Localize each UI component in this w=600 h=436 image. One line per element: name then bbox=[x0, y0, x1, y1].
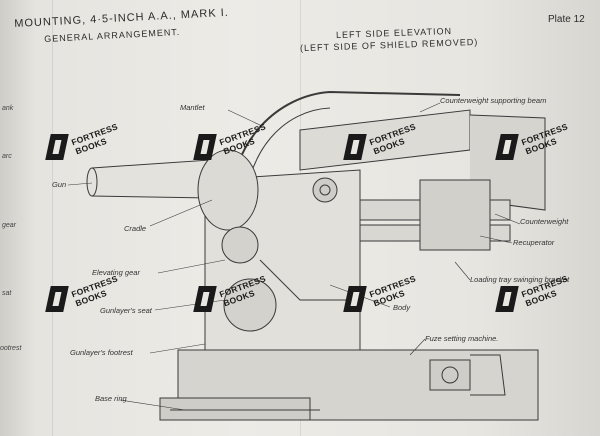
label-base-ring: Base ring bbox=[95, 394, 127, 403]
watermark-mark-icon bbox=[193, 286, 217, 312]
fuze-setting-machine bbox=[429, 359, 471, 391]
label-gun: Gun bbox=[52, 180, 67, 189]
watermark-logo: FORTRESS BOOKS bbox=[343, 121, 417, 164]
watermark-logo: FORTRESS BOOKS bbox=[495, 121, 569, 164]
edge-text: arc bbox=[2, 153, 12, 160]
edge-text: ank bbox=[2, 105, 14, 112]
label-mantlet: Mantlet bbox=[180, 103, 205, 112]
watermark-logo: FORTRESS BOOKS bbox=[45, 273, 119, 316]
watermark-mark-icon bbox=[45, 134, 69, 160]
label-cradle: Cradle bbox=[124, 224, 147, 233]
edge-text: gear bbox=[2, 222, 17, 229]
watermark-mark-icon bbox=[495, 286, 519, 312]
label-fuze-machine: Fuze setting machine. bbox=[425, 334, 499, 343]
edge-text: ootrest bbox=[0, 345, 22, 352]
training-gear bbox=[223, 278, 277, 332]
watermark-mark-icon bbox=[193, 134, 217, 160]
watermark-logo: FORTRESS BOOKS bbox=[193, 273, 267, 316]
elevating-gear bbox=[221, 226, 259, 264]
plate-number: Plate 12 bbox=[548, 14, 585, 25]
watermark-mark-icon bbox=[343, 286, 367, 312]
label-body: Body bbox=[393, 303, 411, 312]
label-gunlayers-footrest: Gunlayer's footrest bbox=[70, 348, 133, 357]
cradle-drum bbox=[197, 149, 259, 231]
label-elevating-gear: Elevating gear bbox=[92, 268, 140, 277]
watermark-mark-icon bbox=[45, 286, 69, 312]
edge-text: sat bbox=[2, 290, 12, 297]
label-counterweight-beam: Counterweight supporting beam bbox=[440, 96, 547, 105]
watermark-logo: FORTRESS BOOKS bbox=[343, 273, 417, 316]
base-ring-block bbox=[159, 397, 311, 421]
watermark-logo: FORTRESS BOOKS bbox=[45, 121, 119, 164]
label-gunlayers-seat: Gunlayer's seat bbox=[100, 306, 152, 315]
label-loading-bracket: Loading tray swinging bracket bbox=[470, 275, 570, 284]
fold-line bbox=[52, 0, 53, 436]
watermark-mark-icon bbox=[495, 134, 519, 160]
gun-barrel bbox=[91, 159, 211, 199]
label-recuperator: Recuperator bbox=[513, 238, 555, 247]
watermark-logo: FORTRESS BOOKS bbox=[193, 121, 267, 164]
label-counterweight: Counterweight bbox=[520, 217, 569, 226]
watermark-logo: FORTRESS BOOKS bbox=[495, 273, 569, 316]
counterweight-block bbox=[419, 179, 491, 251]
watermark-mark-icon bbox=[343, 134, 367, 160]
